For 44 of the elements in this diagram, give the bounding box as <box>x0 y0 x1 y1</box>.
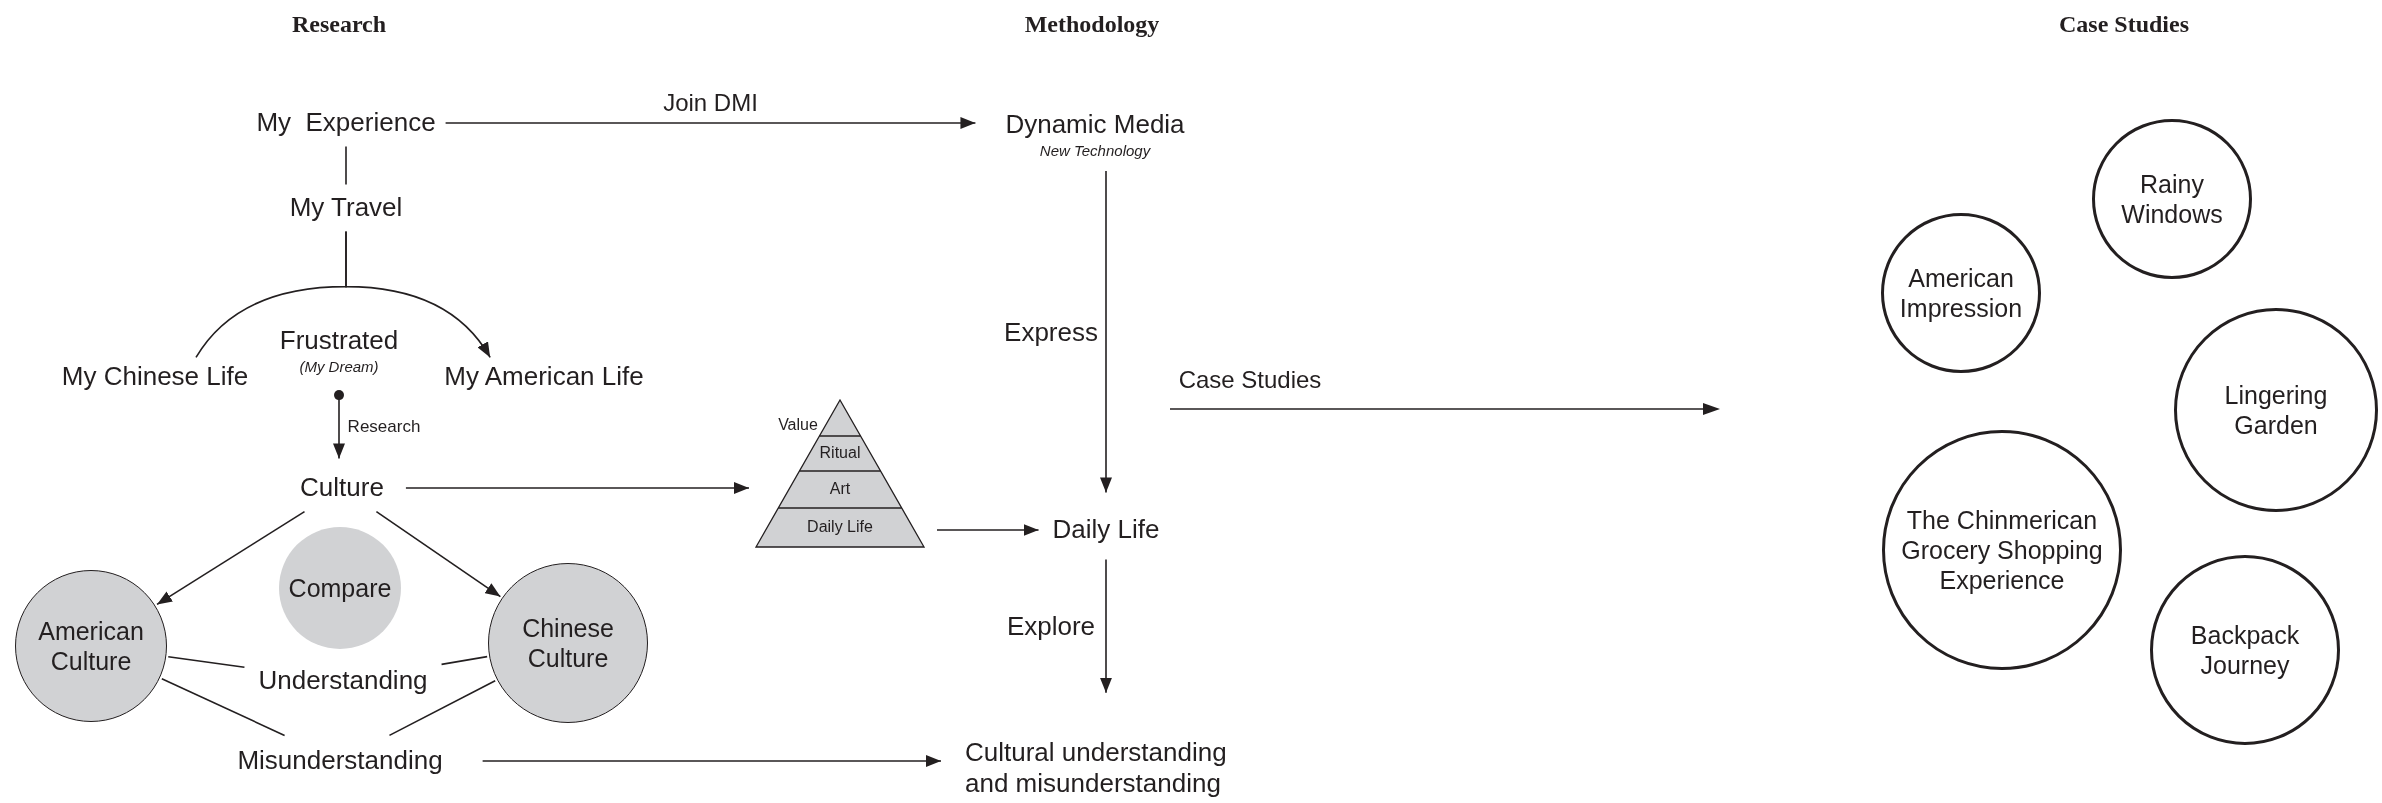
node-label: Backpack Journey <box>2189 620 2301 680</box>
connector-line <box>388 679 496 737</box>
node-label: My Travel <box>289 192 403 224</box>
column-heading: Research <box>291 10 387 38</box>
column-heading: Case Studies <box>2059 10 2189 38</box>
curved-arrow <box>345 230 491 359</box>
node-label: Frustrated <box>279 324 399 357</box>
node-label: Compare <box>288 573 392 603</box>
node-label: My Experience <box>256 107 436 139</box>
arrow <box>936 524 1040 536</box>
arrow <box>1100 558 1112 694</box>
node-label: The Chinmerican Grocery Shopping Experience <box>1900 505 2104 595</box>
node-label: Daily Life <box>1052 514 1160 546</box>
node-label: My Chinese Life <box>61 361 249 393</box>
node-label: Chinese Culture <box>521 613 615 673</box>
node-label: My American Life <box>444 361 644 393</box>
node-label: Dynamic Media <box>1005 108 1185 141</box>
connector-line <box>440 655 488 666</box>
node-label: Rainy Windows <box>2120 169 2224 229</box>
node-label: Culture <box>300 472 384 504</box>
node-label: Cultural understanding and misunderstanding <box>965 736 1228 800</box>
pyramid-label: Art <box>829 480 851 498</box>
node-label: Lingering Garden <box>2223 380 2329 440</box>
arrow <box>444 117 977 129</box>
node-note: (My Dream) <box>299 358 379 376</box>
connector-line <box>167 655 246 669</box>
arrow <box>156 510 306 606</box>
arrow <box>481 755 942 767</box>
arrow <box>405 482 750 494</box>
node-note: New Technology <box>1039 142 1151 160</box>
column-heading: Methodology <box>1024 10 1160 38</box>
arrow-caption: Case Studies <box>1178 366 1322 394</box>
arrow <box>375 510 502 598</box>
node-label: Understanding <box>258 665 428 697</box>
pyramid-label: Ritual <box>819 444 861 462</box>
arrow <box>333 390 345 460</box>
pyramid-label: Value <box>778 416 818 434</box>
connector-line <box>345 145 347 186</box>
node-label: American Impression <box>1898 263 2024 323</box>
connector-line <box>161 677 286 737</box>
node-label: American Culture <box>37 616 145 676</box>
arrow <box>1100 170 1112 494</box>
node-label: Misunderstanding <box>237 745 443 777</box>
pyramid-label: Daily Life <box>807 518 873 536</box>
